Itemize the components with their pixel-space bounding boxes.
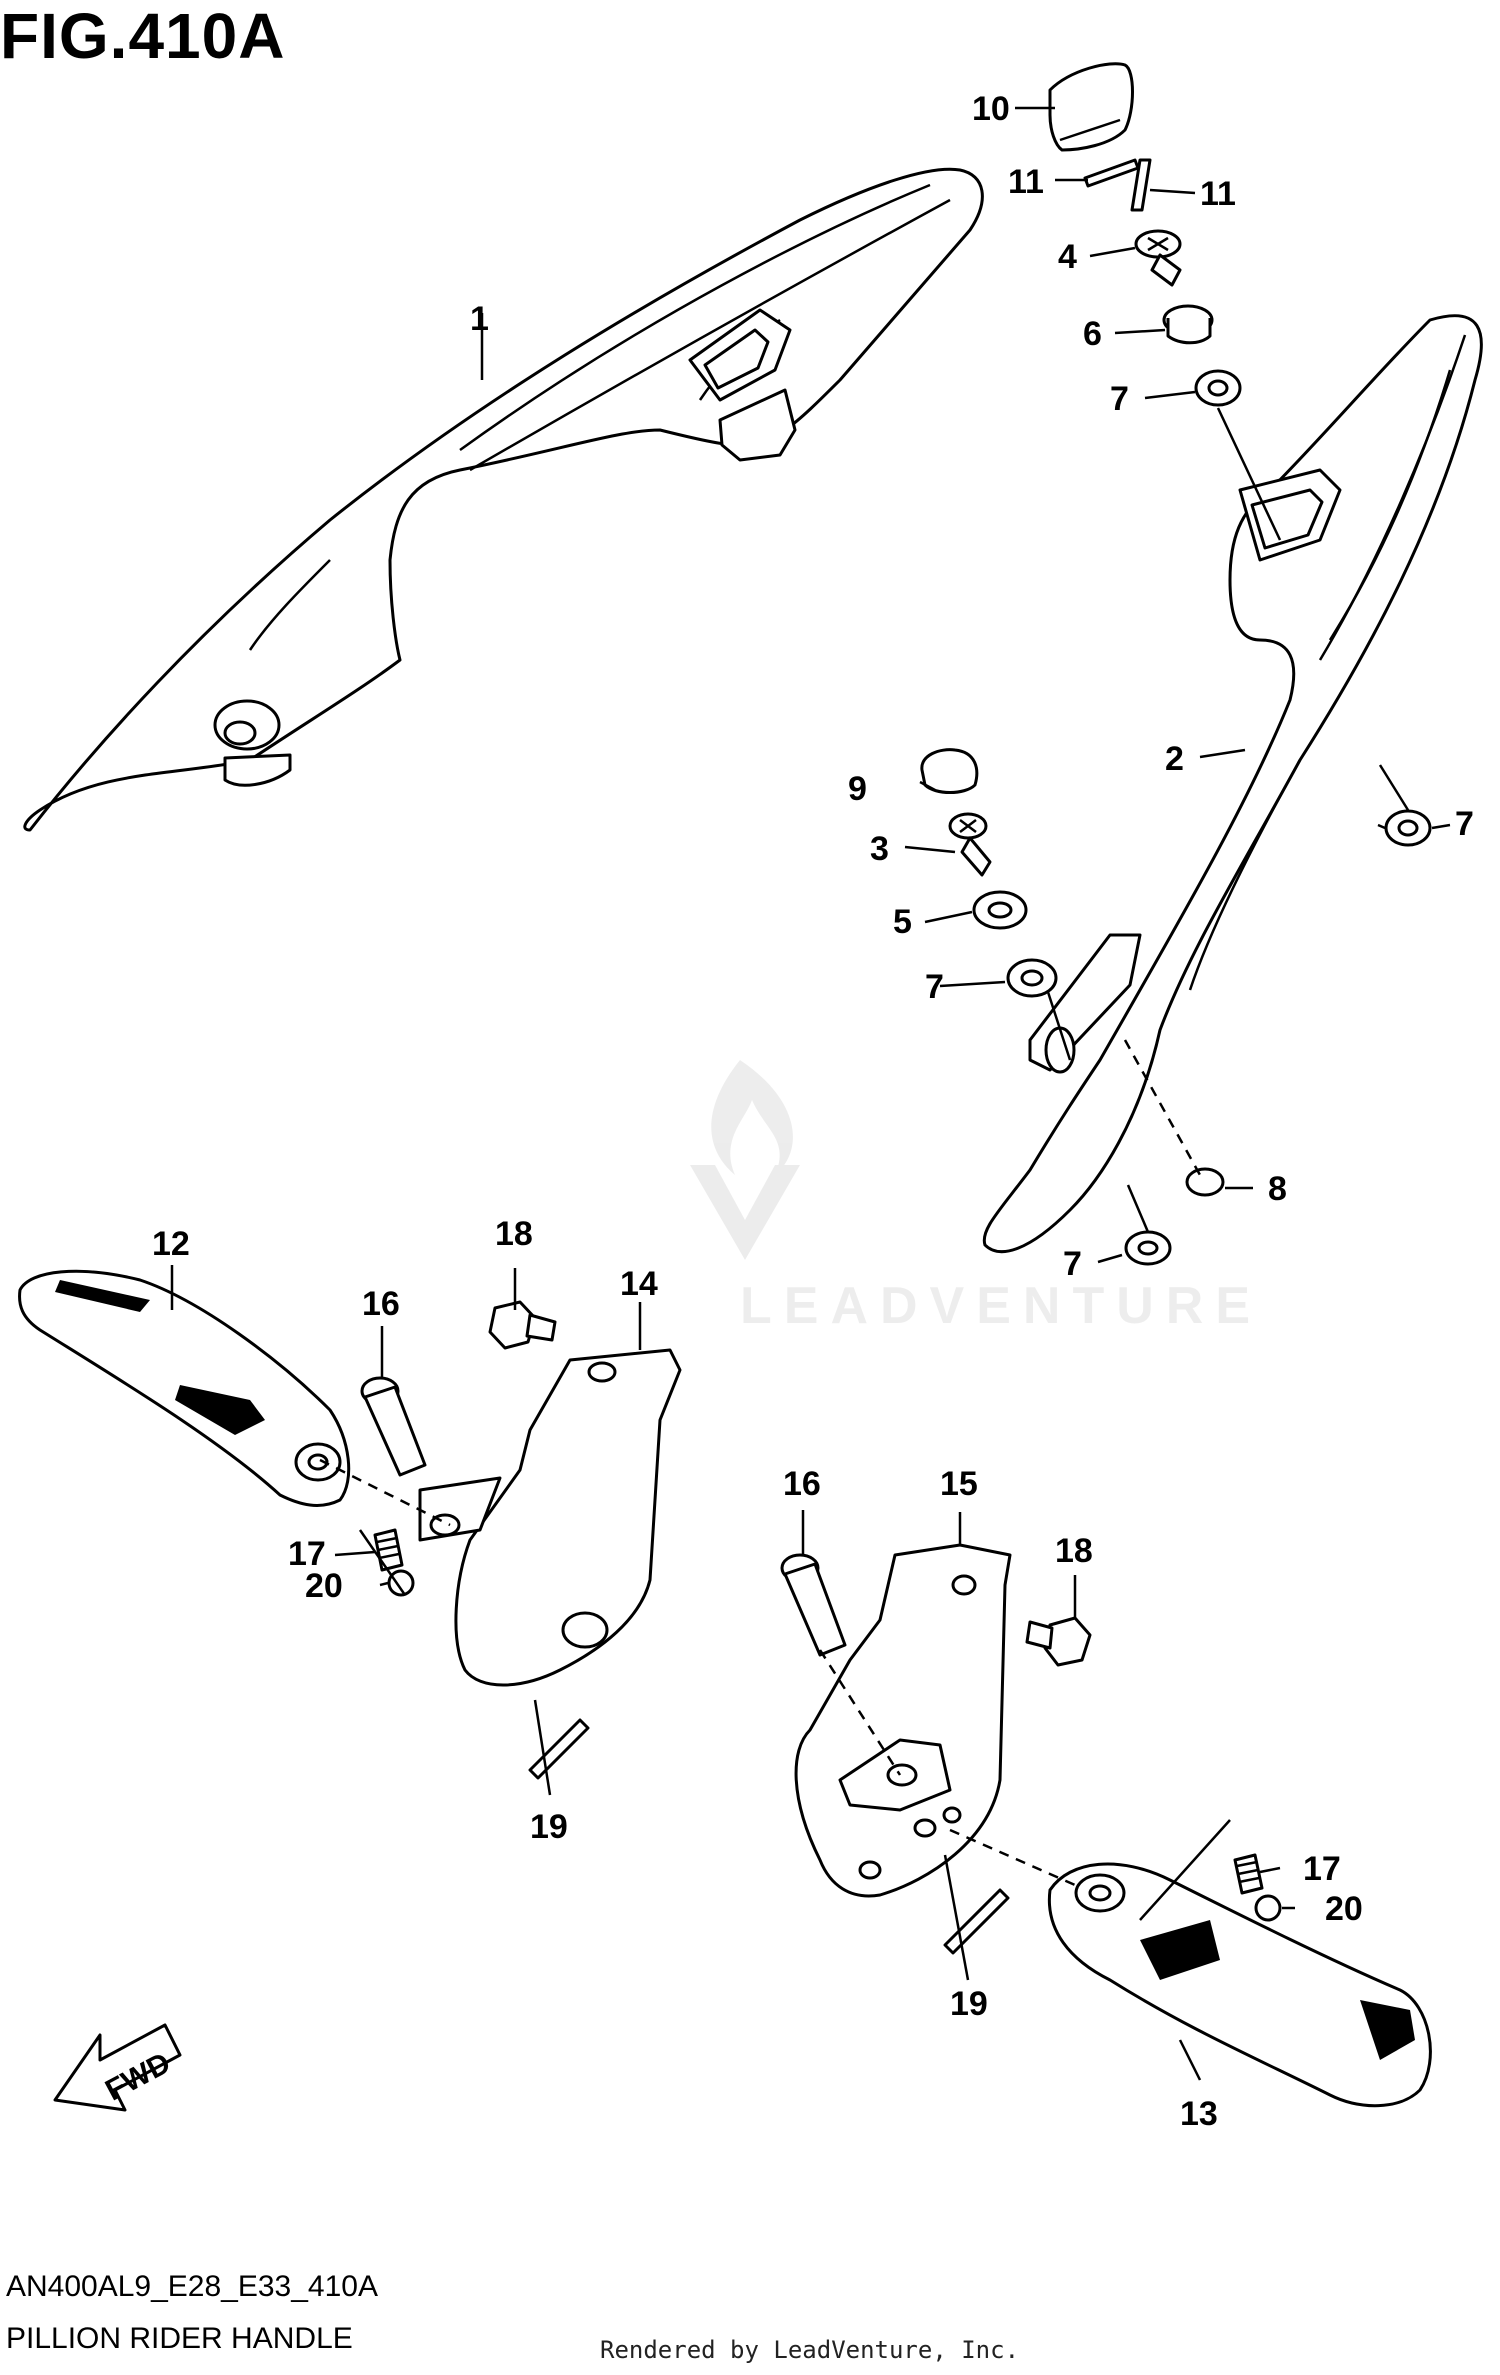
callout-labels: 10 11 11 4 6 7 1 2 7 9 3 5 7 8 7 12 16 1… — [152, 90, 1474, 2133]
part-18-bolt-left — [488, 1300, 557, 1350]
part-4-screw — [1134, 229, 1182, 287]
part-6-collar — [1162, 304, 1214, 345]
part-2-pillion-handle-right — [982, 314, 1483, 1254]
part-20-ball-left — [387, 1569, 415, 1597]
assembly-lines — [319, 1039, 1202, 1887]
part-17-spring-left — [373, 1528, 404, 1572]
part-20-ball-right — [1254, 1894, 1282, 1922]
part-3-screw — [948, 812, 992, 877]
callout-7-right: 7 — [1455, 805, 1474, 843]
callout-5: 5 — [893, 903, 912, 941]
callout-11-left: 11 — [1008, 163, 1044, 201]
part-15-bracket-right — [794, 1543, 1012, 1898]
callout-14: 14 — [620, 1265, 658, 1303]
part-14-bracket-left — [418, 1348, 682, 1687]
rendered-by-credit: Rendered by LeadVenture, Inc. — [600, 2336, 1020, 2364]
callout-8: 8 — [1268, 1170, 1287, 1208]
part-17-spring-right — [1233, 1853, 1264, 1895]
figure-code: AN400AL9_E28_E33_410A — [6, 2270, 378, 2303]
callout-7-top: 7 — [1110, 380, 1129, 418]
part-13-footrest-right — [1047, 1862, 1432, 2108]
watermark-text: LEADVENTURE — [740, 1277, 1263, 1335]
figure-name: PILLION RIDER HANDLE — [6, 2322, 353, 2355]
callout-13: 13 — [1180, 2095, 1218, 2133]
callout-18-left: 18 — [495, 1215, 533, 1253]
part-9-cap — [920, 748, 979, 794]
callout-16-left: 16 — [362, 1285, 400, 1323]
callout-19-left: 19 — [530, 1808, 568, 1846]
callout-4: 4 — [1058, 238, 1077, 276]
part-16-pin-right — [780, 1553, 847, 1657]
part-16-pin-left — [360, 1376, 427, 1477]
fwd-arrow-icon: FWD — [53, 2023, 182, 2112]
part-5-collar — [972, 890, 1028, 930]
callout-20-right: 20 — [1325, 1890, 1363, 1928]
part-12-footrest-left — [18, 1269, 351, 1507]
leader-lines — [170, 106, 1451, 2081]
callout-16-right: 16 — [783, 1465, 821, 1503]
callout-9: 9 — [848, 770, 867, 808]
callout-19-right: 19 — [950, 1985, 988, 2023]
part-1-pillion-handle-left — [23, 167, 984, 832]
callout-7-bottom: 7 — [1063, 1245, 1082, 1283]
callout-12: 12 — [152, 1225, 190, 1263]
part-19-cotter-right — [943, 1888, 1010, 1955]
callout-11-right: 11 — [1200, 175, 1236, 213]
part-11-pins — [1083, 158, 1152, 212]
watermark-logo — [690, 1060, 800, 1260]
callout-20-left: 20 — [305, 1567, 343, 1605]
part-8-cushion — [1185, 1167, 1225, 1197]
callout-3: 3 — [870, 830, 889, 868]
part-18-bolt-right — [1025, 1616, 1092, 1667]
part-7-washers — [1006, 369, 1432, 1266]
part-10-cover — [1048, 62, 1134, 152]
callout-18-right: 18 — [1055, 1532, 1093, 1570]
callout-7-mid: 7 — [925, 968, 944, 1006]
callout-6: 6 — [1083, 315, 1102, 353]
callout-10: 10 — [972, 90, 1010, 128]
figure-title: FIG.410A — [0, 0, 286, 72]
callout-15: 15 — [940, 1465, 978, 1503]
callout-17-left: 17 — [288, 1535, 326, 1573]
callout-2: 2 — [1165, 740, 1184, 778]
callout-17-right: 17 — [1303, 1850, 1341, 1888]
callout-1: 1 — [470, 300, 489, 338]
